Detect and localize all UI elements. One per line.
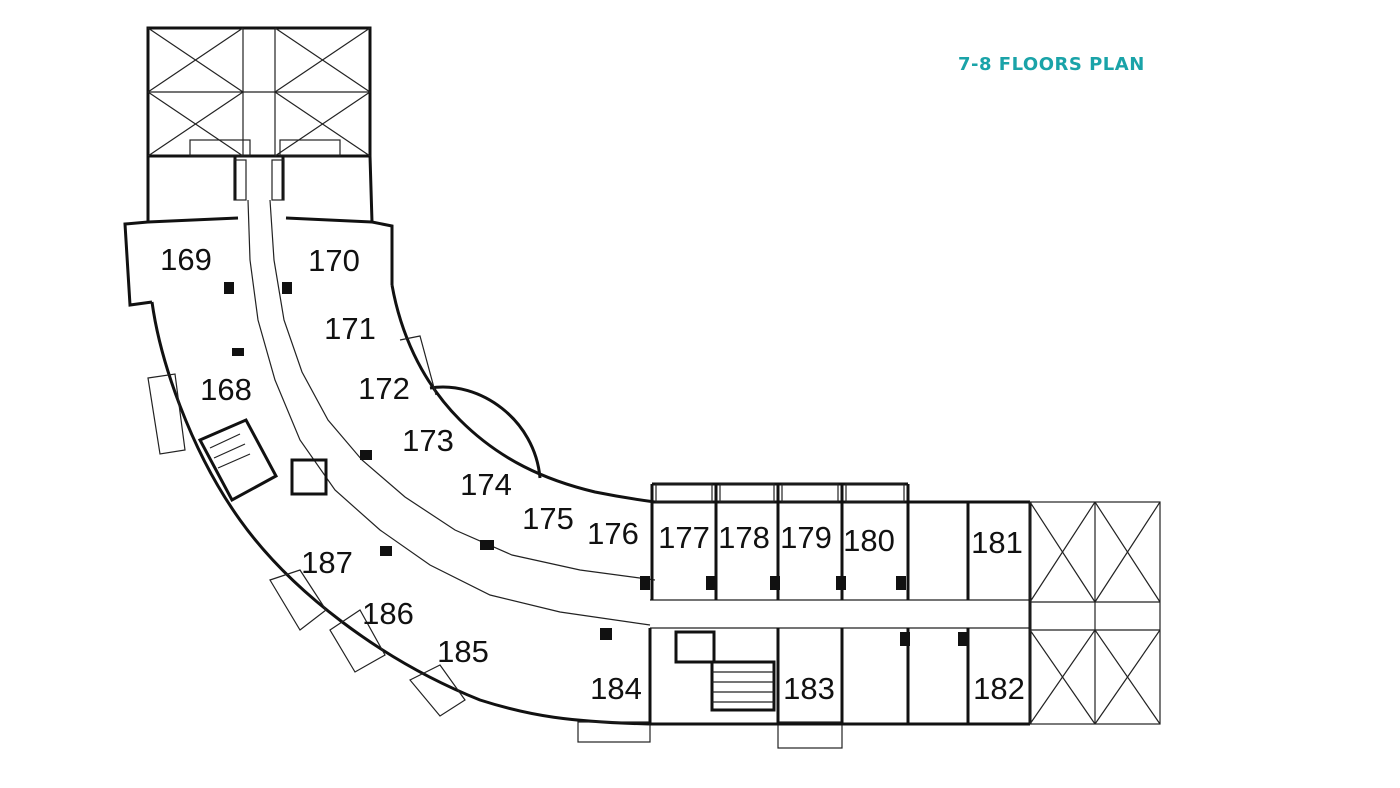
room-number-178: 178 <box>718 520 770 555</box>
room-number-171: 171 <box>324 311 376 346</box>
room-number-177: 177 <box>658 520 710 555</box>
room-number-186: 186 <box>362 596 414 631</box>
room-number-176: 176 <box>587 516 639 551</box>
outer-wall-north <box>390 226 656 504</box>
room-number-184: 184 <box>590 671 642 706</box>
room-number-168: 168 <box>200 372 252 407</box>
room-number-182: 182 <box>973 671 1025 706</box>
room-number-187: 187 <box>301 545 353 580</box>
room-number-185: 185 <box>437 634 489 669</box>
room-number-173: 173 <box>402 423 454 458</box>
room-number-170: 170 <box>308 243 360 278</box>
room-number-183: 183 <box>783 671 835 706</box>
room-number-174: 174 <box>460 467 512 502</box>
stair-core-m2 <box>674 630 776 712</box>
room-number-180: 180 <box>843 523 895 558</box>
right-terraces <box>1029 501 1161 725</box>
stair-core-m1 <box>197 418 328 503</box>
outer-wall-south <box>147 301 843 749</box>
top-terraces <box>146 26 372 158</box>
plan-title: 7-8 FLOORS PLAN <box>958 54 1145 75</box>
room-number-179: 179 <box>780 520 832 555</box>
room-number-169: 169 <box>160 242 212 277</box>
room-number-181: 181 <box>971 525 1023 560</box>
bathroom-fixtures <box>224 282 968 646</box>
room-number-172: 172 <box>358 371 410 406</box>
room-number-175: 175 <box>522 501 574 536</box>
